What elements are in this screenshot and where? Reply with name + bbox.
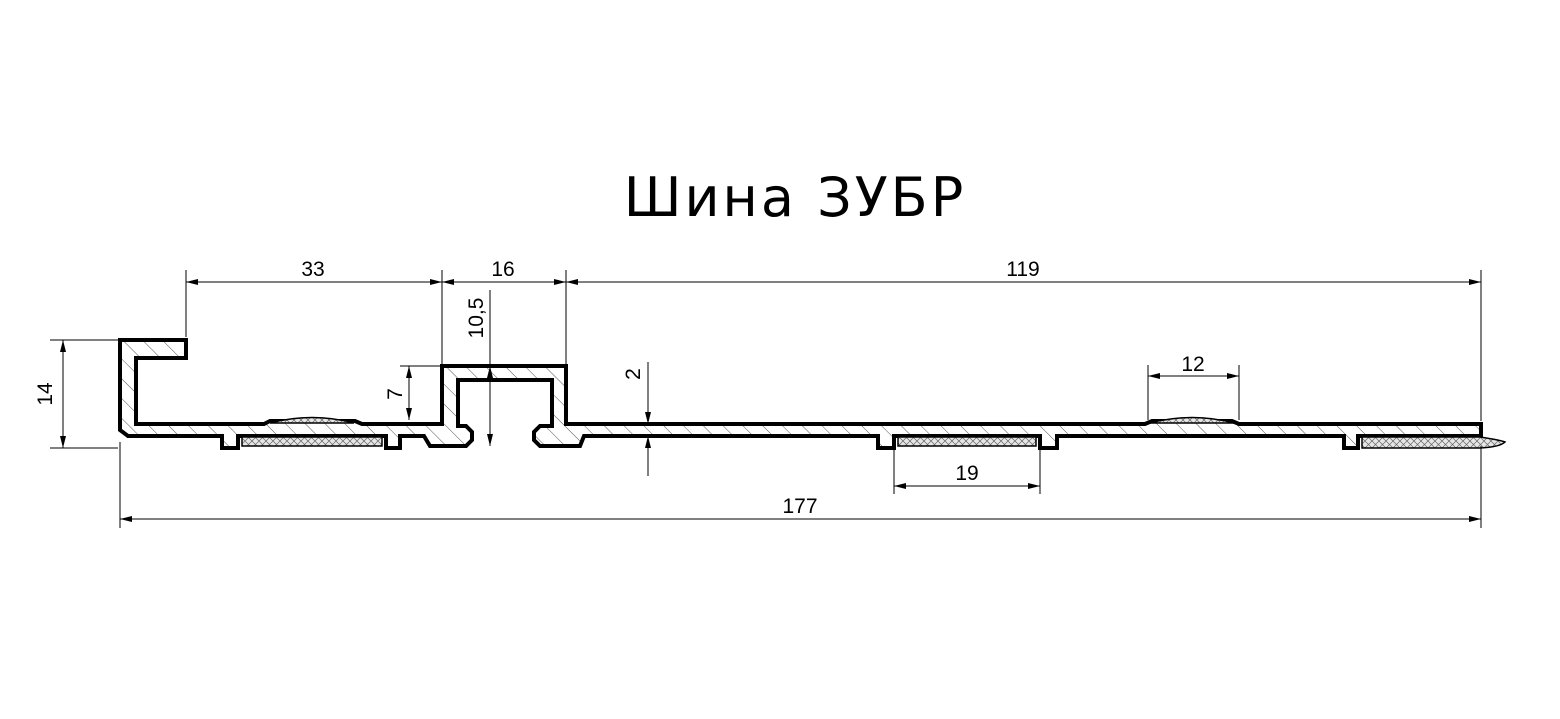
dim-label-7: 7 bbox=[384, 388, 407, 400]
dim-label-12: 12 bbox=[1181, 353, 1204, 376]
dim-label-10-5: 10,5 bbox=[465, 298, 488, 339]
dim-label-119: 119 bbox=[1006, 258, 1039, 281]
dim-label-19: 19 bbox=[955, 462, 978, 485]
foam-strip-bottom-right bbox=[1361, 436, 1507, 449]
dim-label-16: 16 bbox=[491, 258, 514, 281]
dim-label-33: 33 bbox=[301, 258, 324, 281]
dim-label-2: 2 bbox=[622, 368, 645, 380]
foam-strip-bottom-middle bbox=[897, 436, 1037, 447]
foam-strip-bottom-left bbox=[241, 436, 383, 447]
drawing-title: Шина ЗУБР bbox=[624, 166, 967, 229]
rail-profile-section bbox=[118, 338, 1483, 450]
extension-lines bbox=[50, 270, 1482, 528]
dim-label-177: 177 bbox=[782, 495, 817, 518]
foam-strip-top-left bbox=[269, 416, 355, 424]
foam-strip-top-right bbox=[1149, 416, 1235, 424]
dim-label-14: 14 bbox=[34, 382, 57, 406]
